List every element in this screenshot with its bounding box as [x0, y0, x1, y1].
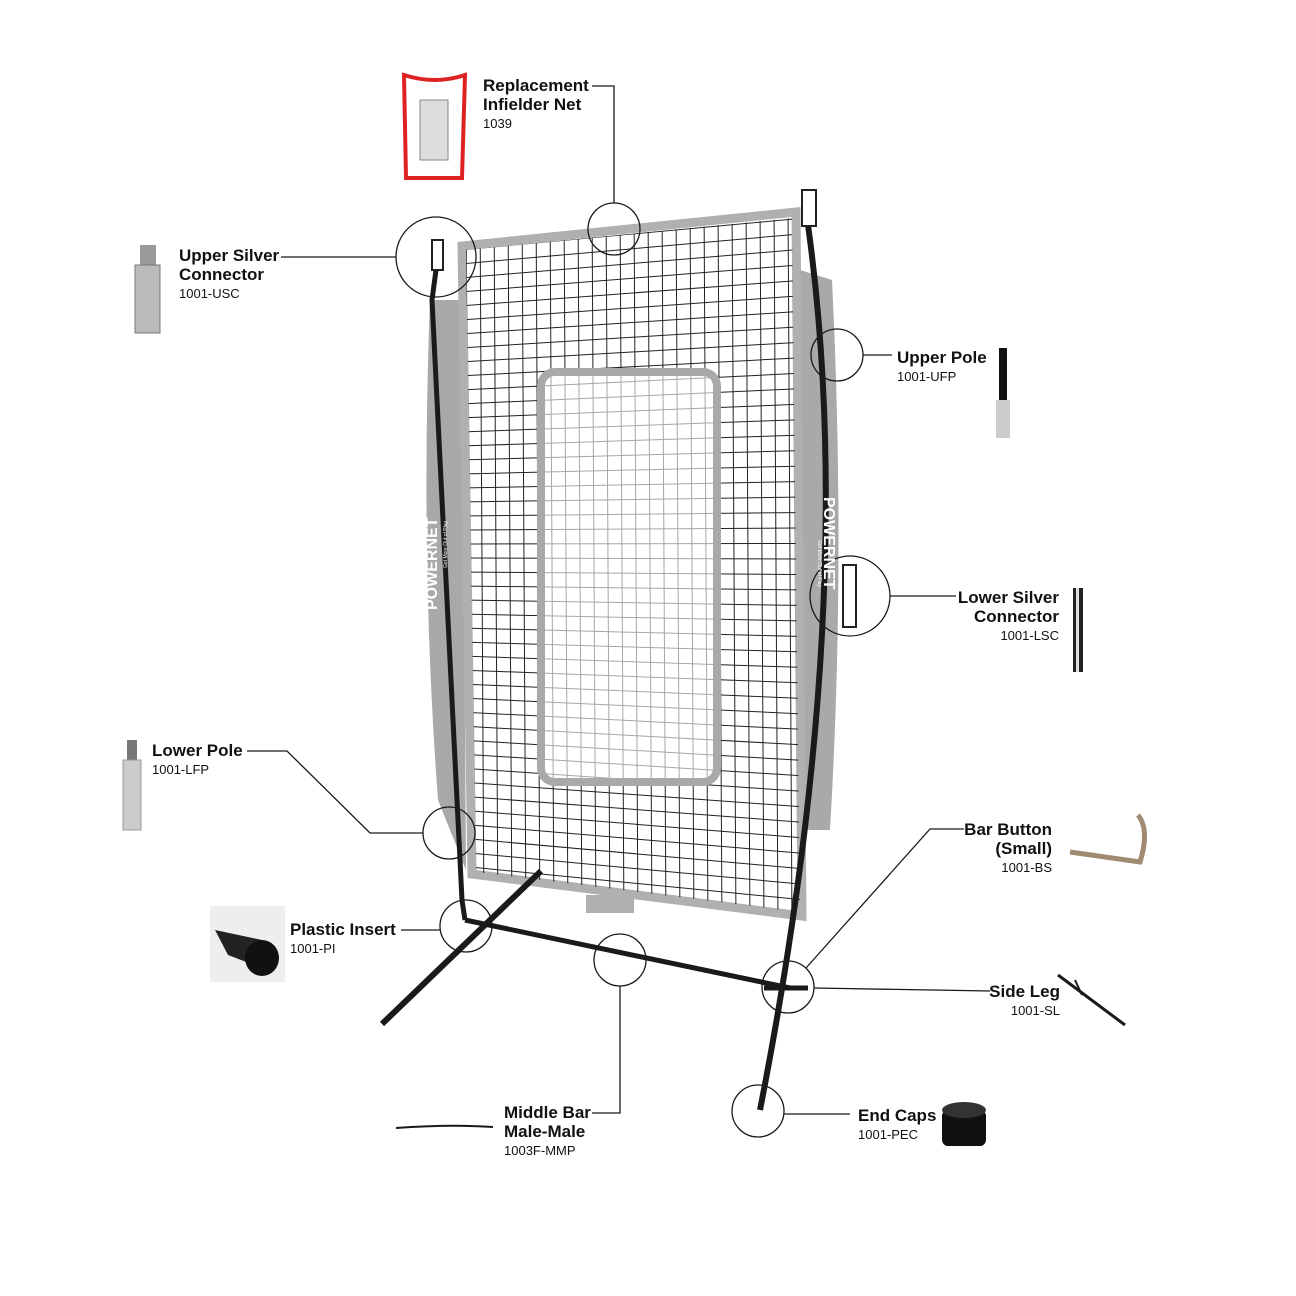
- upper-pole-thumbnail: [996, 348, 1010, 438]
- side-leg-thumbnail-stub: [1074, 979, 1083, 996]
- part-code: 1039: [483, 116, 512, 131]
- plastic-insert-thumbnail: [210, 906, 285, 982]
- net-frame: [457, 207, 807, 922]
- side-leg: [379, 868, 544, 1027]
- right-pole-tip: [801, 189, 817, 227]
- part-code: 1001-LFP: [152, 762, 210, 777]
- part-code: 1001-UFP: [897, 369, 957, 384]
- right-logo-tagline: Get More Out of Play: [816, 540, 822, 587]
- part-name: Lower Pole: [152, 741, 243, 760]
- part-name: Connector: [179, 265, 264, 284]
- part-name: Connector: [974, 607, 1059, 626]
- part-name: Bar Button: [964, 820, 1052, 839]
- part-code: 1001-SL: [1010, 1003, 1060, 1018]
- net-line: [466, 837, 800, 870]
- part-code: 1001-BS: [1001, 860, 1052, 875]
- net-line: [466, 795, 800, 823]
- net-line: [466, 357, 800, 377]
- part-name: Side Leg: [989, 982, 1060, 1001]
- replacement-net-thumbnail: [401, 72, 468, 180]
- part-name: Upper Silver: [179, 246, 280, 265]
- net-line: [493, 218, 499, 912]
- net-line: [466, 233, 800, 265]
- part-name: Plastic Insert: [290, 920, 396, 939]
- net-line: [787, 218, 793, 912]
- part-code: 1001-USC: [179, 286, 240, 301]
- part-name: Upper Pole: [897, 348, 987, 367]
- net-line: [731, 218, 737, 912]
- part-label-side-leg: Side Leg 1001-SL: [989, 982, 1060, 1019]
- upper-silver-connector: [431, 239, 444, 271]
- lower-silver-connector-thumbnail: [1073, 588, 1083, 672]
- lower-silver-connector: [842, 564, 857, 628]
- part-label-end-caps: End Caps 1001-PEC: [858, 1106, 936, 1143]
- right-logo: POWERNET: [820, 497, 837, 590]
- net-line: [466, 279, 800, 307]
- net-line: [773, 218, 779, 912]
- net-line: [466, 248, 800, 279]
- part-label-plastic-insert: Plastic Insert 1001-PI: [290, 920, 396, 957]
- strike-zone-window: [537, 368, 721, 786]
- part-code: 1003F-MMP: [504, 1143, 576, 1158]
- net-line: [759, 218, 765, 912]
- part-name: Lower Silver: [957, 588, 1059, 607]
- net-line: [466, 264, 800, 293]
- middle-bar: [464, 917, 791, 991]
- end-cap-thumbnail: [942, 1102, 986, 1146]
- part-label-bar-button: Bar Button(Small) 1001-BS: [964, 820, 1052, 876]
- left-logo-tagline: Get More Out of Play: [443, 521, 449, 568]
- bar-button-thumbnail: [1069, 813, 1147, 865]
- net-line: [466, 326, 800, 349]
- right-sleeve: [800, 270, 839, 830]
- upper-silver-connector-thumbnail: [134, 245, 161, 334]
- net-line: [466, 823, 800, 854]
- part-name: Middle Bar: [504, 1103, 591, 1122]
- net-line: [466, 341, 800, 363]
- net-line: [466, 809, 800, 839]
- net-line: [745, 218, 751, 912]
- net-line: [466, 851, 800, 885]
- part-code: 1001-PEC: [858, 1127, 918, 1142]
- net-line: [507, 218, 513, 912]
- net-line: [466, 865, 800, 901]
- net-line: [466, 310, 800, 335]
- part-label-lower-pole: Lower Pole 1001-LFP: [152, 741, 243, 778]
- left-pole: [429, 269, 468, 921]
- part-name: End Caps: [858, 1106, 937, 1125]
- lower-pole-thumbnail: [122, 740, 142, 831]
- part-code: 1001-PI: [290, 941, 336, 956]
- part-label-upper-pole: Upper Pole 1001-UFP: [897, 348, 987, 385]
- net-line: [479, 218, 485, 912]
- part-name: Male-Male: [504, 1122, 586, 1141]
- middle-bar-thumbnail: [395, 1124, 494, 1129]
- part-name: Infielder Net: [483, 95, 582, 114]
- part-code: 1001-LSC: [1000, 628, 1059, 643]
- net-line: [521, 218, 527, 912]
- net-line: [466, 295, 800, 321]
- side-leg-thumbnail: [1057, 973, 1126, 1027]
- left-logo: POWERNET: [424, 517, 441, 610]
- part-name: (Small): [995, 839, 1052, 858]
- part-name: Replacement: [483, 76, 589, 95]
- net-line: [466, 781, 800, 808]
- net-bottom-tab: [586, 895, 634, 913]
- callouts: [247, 85, 991, 1138]
